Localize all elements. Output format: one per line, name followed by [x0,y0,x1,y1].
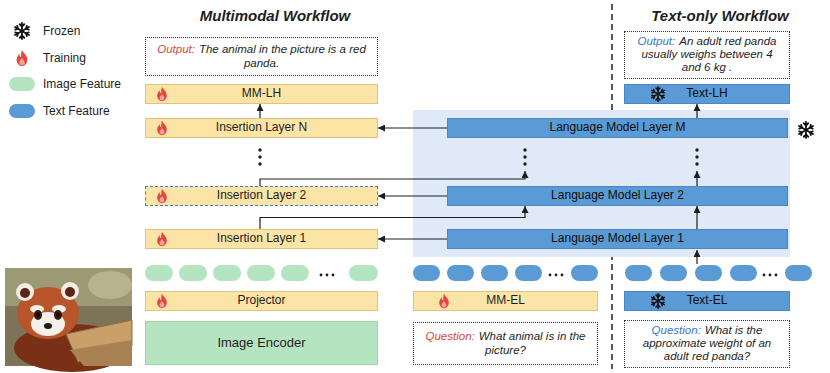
box-label: Language Model Layer M [549,121,685,135]
box-label: MM-LH [242,87,281,101]
arrow-connector [696,206,697,229]
box-label: Language Model Layer 1 [551,232,684,246]
training-icon [154,188,170,204]
frozen-icon [799,122,813,138]
arrow-connector [378,238,447,239]
box-label: Language Model Layer 2 [551,189,684,203]
legend-entry: Image Feature [9,76,121,92]
box-label: Image Encoder [217,336,305,351]
box-label: Text-EL [687,294,728,308]
red-panda-photo [5,268,132,372]
box-label: MM-EL [486,294,525,308]
head-layer: Text-LH [624,84,790,104]
arrow-connector [259,104,260,118]
arrow-connector [260,206,525,229]
encoder-box: Image Encoder [145,321,378,365]
image-feature-tokens [145,265,378,281]
box-label: Text-LH [686,87,727,101]
insertion-layer: Insertion Layer N [145,118,378,138]
head-layer: MM-LH [145,84,378,104]
insertion-layer: Insertion Layer 2 [145,186,378,206]
language-model-layer: Language Model Layer 1 [447,229,788,249]
arrow-connector [378,127,447,128]
box-label: Insertion Layer 1 [217,232,306,246]
box-label: Projector [237,294,285,308]
text-prefix: Output: [638,35,676,47]
legend-text: Frozen [43,24,80,38]
legend-text: Text Feature [43,104,110,118]
legend-entry: Training [9,49,86,67]
text-feature-tokens [413,265,812,281]
text-prefix: Question: [426,330,475,342]
question-box: Question: What animal is in the picture? [413,322,598,365]
frozen-icon [13,22,31,40]
output-box: Output:An adult red panda usually weighs… [624,31,790,79]
embedding-layer: MM-EL [413,291,598,311]
frozen-icon [650,293,666,309]
text-body: What animal is in the picture? [479,330,586,355]
training-icon [154,120,170,136]
language-model-layer: Language Model Layer M [447,118,788,138]
flow-arrows [260,171,697,264]
text-block: Output: The animal in the picture is a re… [152,43,371,69]
box-label: Insertion Layer N [216,121,307,135]
legend-text: Image Feature [43,77,121,91]
ellipsis-dots [258,148,777,276]
text-body: The animal in the picture is a red panda… [199,43,366,68]
text-prefix: Output: [157,43,195,55]
legend-entry: Frozen [9,22,80,40]
arrow-connector [696,104,697,118]
text-block: Question:What is the approximate weight … [631,324,783,364]
output-box: Output: The animal in the picture is a re… [145,37,378,76]
projector-box: Projector [145,291,378,311]
frozen-icon [650,86,666,102]
training-icon [436,293,452,309]
insertion-layer: Insertion Layer 1 [145,229,378,249]
text-prefix: Question: [652,324,701,336]
section-title: Text-only Workflow [620,7,820,24]
training-icon [154,293,170,309]
legend-text: Training [43,51,86,65]
frozen-region [413,110,790,257]
box-label: Insertion Layer 2 [217,189,306,203]
legend-swatch [9,103,35,119]
text-block: Question: What animal is in the picture? [420,330,591,356]
question-box: Question:What is the approximate weight … [624,320,790,368]
legend-swatch [9,76,35,92]
text-block: Output:An adult red panda usually weighs… [631,35,783,75]
embedding-layer: Text-EL [624,291,790,311]
legend-entry: Text Feature [9,103,110,119]
language-model-layer: Language Model Layer 2 [447,186,788,206]
training-icon [154,86,170,102]
training-icon [13,49,31,67]
section-title: Multimodal Workflow [150,7,400,24]
arrow-connector [378,195,447,196]
training-icon [154,231,170,247]
